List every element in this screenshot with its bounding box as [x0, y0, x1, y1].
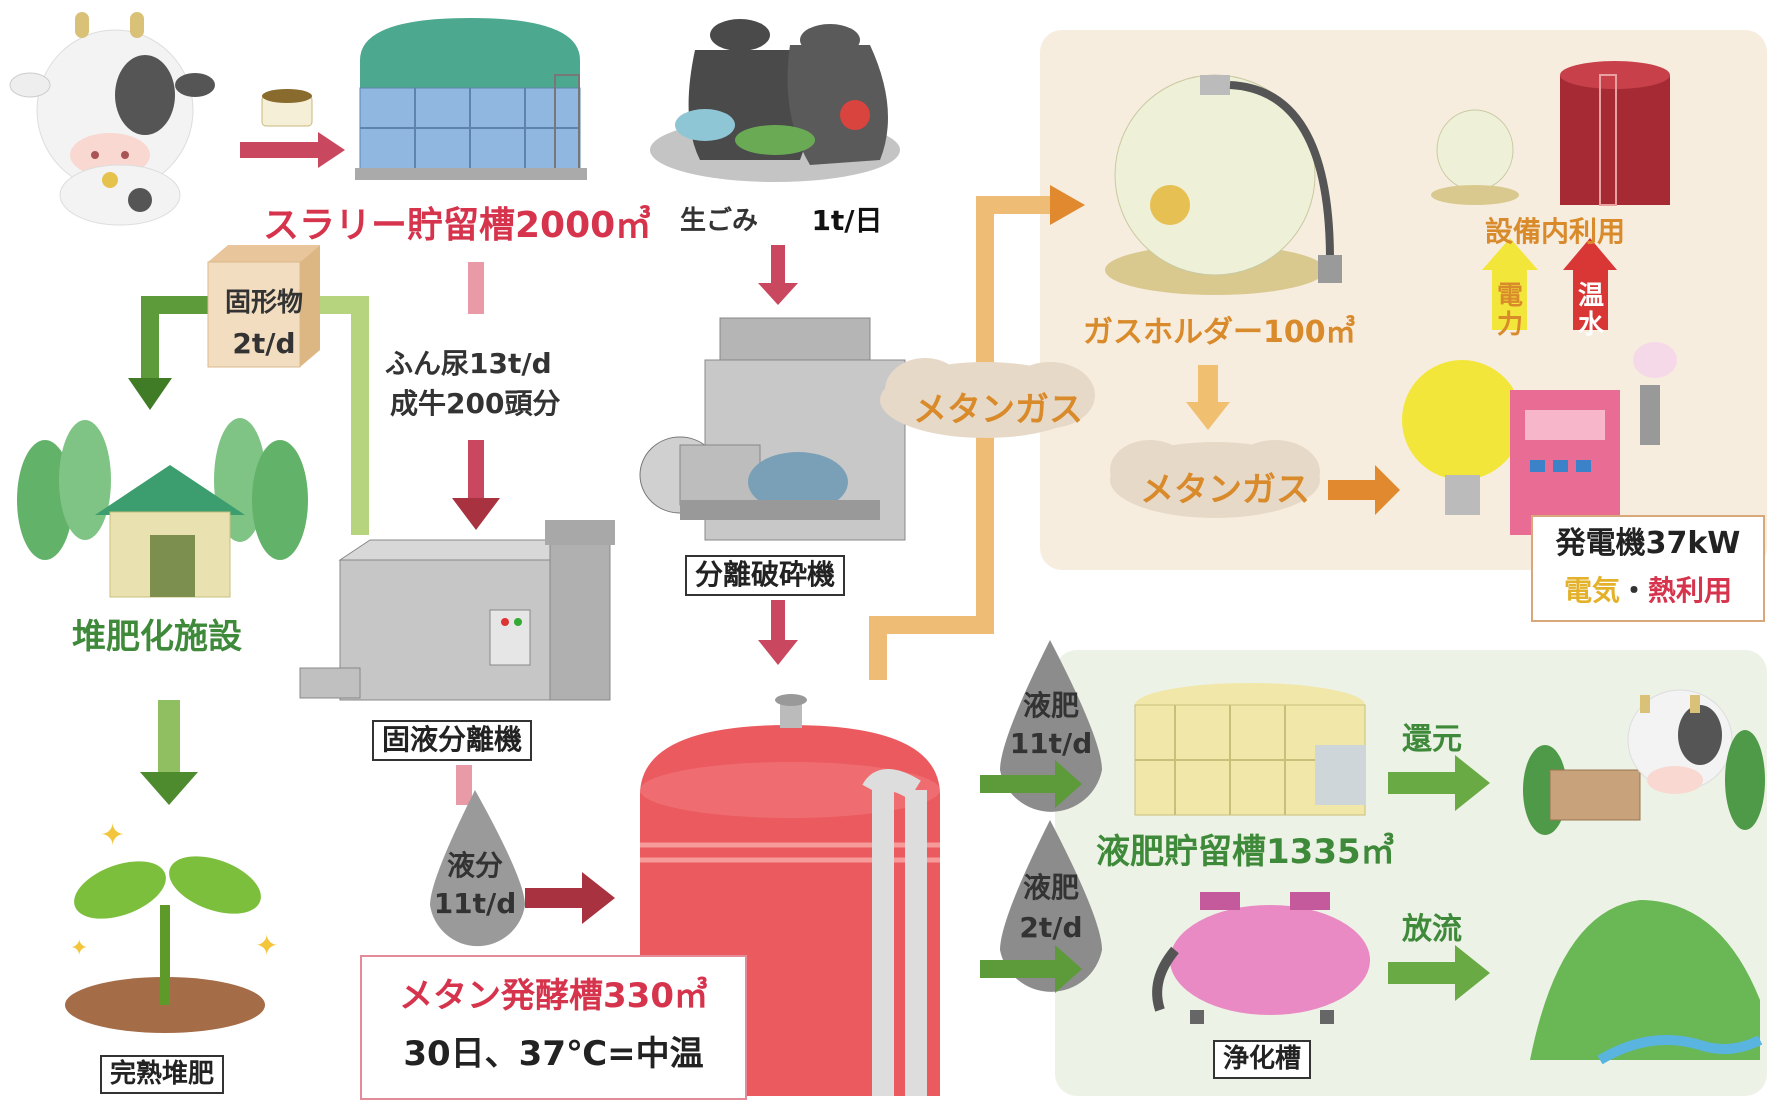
onsite-facility-icon [1431, 61, 1670, 206]
gas-holder-icon [1105, 74, 1342, 295]
liquid-fertilizer-2-amount: 2t/d [1019, 911, 1083, 944]
compost-facility-label: 堆肥化施設 [72, 617, 242, 657]
generator-icon [1402, 342, 1677, 535]
electricity-text: 電気 [1563, 574, 1620, 607]
methane-gas-label-2: メタンガス [1140, 470, 1310, 510]
herd-size-label: 成牛200頭分 [390, 387, 561, 420]
digester-title: メタン発酵槽330㎥ [399, 976, 708, 1016]
food-waste-icon [650, 19, 900, 182]
slurry-tank-icon [355, 18, 587, 180]
generator-label: 発電機37kW [1555, 526, 1741, 561]
liquid-part-amount-label: 11t/d [433, 887, 517, 920]
heat-use-text: 熱利用 [1648, 574, 1733, 607]
liquid-fertilizer-tank-label: 液肥貯留槽1335㎥ [1096, 832, 1395, 872]
separator-icon [299, 520, 615, 701]
food-waste-label: 生ごみ [680, 206, 759, 236]
liquid-part-label: 液分 [446, 849, 503, 882]
digester-condition: 30日、37℃=中温 [403, 1034, 704, 1074]
svg-text:✦: ✦ [100, 818, 125, 853]
methane-gas-label-1: メタンガス [913, 390, 1083, 430]
purification-tank-icon [1152, 892, 1370, 1024]
generator-label-box: 発電機37kW 電気・熱利用 [1531, 515, 1765, 622]
solids-amount-label: 2t/d [232, 327, 296, 360]
separator-dot: ・ [1619, 574, 1648, 607]
food-waste-amount-label: 1t/日 [772, 200, 922, 242]
cow-icon [9, 12, 215, 226]
discharge-label: 放流 [1402, 912, 1462, 947]
slurry-cup-icon [261, 89, 313, 127]
liquid-fertilizer-drop-1-icon [1000, 640, 1102, 812]
svg-text:✦: ✦ [255, 929, 278, 962]
crusher-icon [639, 317, 906, 541]
energy-use-label: 電気・熱利用 [1533, 577, 1763, 605]
solids-box-icon [207, 245, 320, 368]
hill-river-icon [1530, 900, 1763, 1065]
separator-label: 固液分離機 [372, 720, 533, 761]
digester-label-box: メタン発酵槽330㎥ 30日、37℃=中温 [360, 955, 747, 1100]
solids-label: 固形物 [224, 288, 303, 318]
crusher-label: 分離破砕機 [685, 555, 846, 596]
mature-compost-label: 完熟堆肥 [100, 1055, 225, 1094]
gas-holder-label: ガスホルダー100㎥ [1083, 315, 1356, 350]
liquid-fertilizer-1-amount: 11t/d [1009, 727, 1093, 760]
slurry-tank-label: スラリー貯留槽2000㎥ [263, 205, 652, 246]
liquid-fertilizer-2-label: 液肥 [1022, 871, 1079, 904]
liquid-fertilizer-1-label: 液肥 [1022, 689, 1079, 722]
liquid-part-drop-icon [430, 790, 525, 947]
methane-cloud-2-icon [1110, 440, 1320, 518]
purification-tank-label: 浄化槽 [1213, 1040, 1312, 1079]
onsite-use-label: 設備内利用 [1485, 215, 1626, 248]
liquid-fertilizer-tank-icon [1134, 683, 1366, 816]
electric-power-label: 電力 [1496, 281, 1523, 340]
svg-text:✦: ✦ [70, 936, 88, 961]
sprout-icon: ✦ ✦ ✦ [65, 818, 278, 1033]
return-label: 還元 [1402, 722, 1462, 757]
hot-water-label: 温水 [1577, 281, 1604, 340]
liquid-fertilizer-drop-2-icon [1000, 820, 1102, 992]
farm-cow-icon [1523, 689, 1765, 835]
methane-cloud-1-icon [880, 358, 1095, 438]
compost-facility-icon [17, 418, 308, 598]
manure-amount-label: ふん尿13t/d [385, 347, 552, 380]
